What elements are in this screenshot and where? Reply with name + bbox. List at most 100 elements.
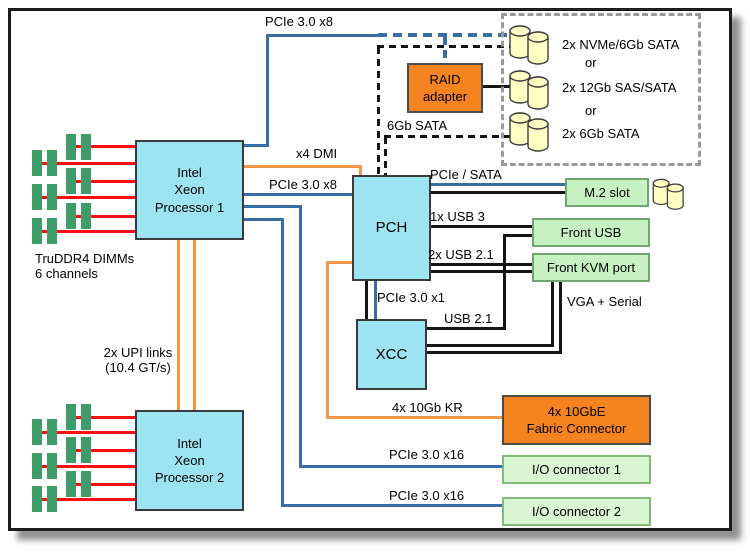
line-pcie-m2 <box>427 183 565 186</box>
cpu2-label: Xeon <box>174 452 205 468</box>
line-usb3 <box>427 225 532 228</box>
line-xcc-usb21-h2 <box>503 234 532 237</box>
front-usb-label: Front USB <box>560 224 622 240</box>
upi-line2: (10.4 GT/s) <box>105 360 171 375</box>
drive-option-or: or <box>585 103 597 118</box>
dimm-icon <box>32 184 57 210</box>
line-kr-h2 <box>326 416 502 419</box>
cpu1-label: Xeon <box>174 182 205 198</box>
io2-label: I/O connector 2 <box>532 503 621 519</box>
dimm-icon <box>32 453 57 479</box>
link-label-usb21: USB 2.1 <box>444 311 493 326</box>
line-pch-drive1-v <box>377 47 380 175</box>
pch-label: PCH <box>375 219 408 237</box>
disk-drives-icon <box>509 112 549 152</box>
cpu2-label: Intel <box>177 435 202 451</box>
drive-option-label: 2x 6Gb SATA <box>562 126 640 141</box>
dimm-line <box>34 230 135 233</box>
raid-adapter-box: RAID adapter <box>407 63 483 113</box>
link-label-6gb-sata: 6Gb SATA <box>387 118 448 133</box>
line-pcie-x16-1-v <box>299 205 302 468</box>
line-upi-1 <box>177 236 180 410</box>
line-usb21-a <box>427 263 532 266</box>
disk-drives-icon <box>509 25 549 65</box>
dimm-caption: TruDDR4 DIMMs 6 channels <box>35 251 134 281</box>
line-xcc-usb21-h <box>423 327 506 330</box>
line-dmi-h <box>240 165 362 168</box>
dimm-line <box>68 416 135 419</box>
raid-label: RAID <box>429 71 461 87</box>
line-sata6-v <box>384 137 387 175</box>
dimm-icon <box>66 168 91 194</box>
line-pcie-x16-2-h2 <box>281 504 502 507</box>
link-label-dmi: x4 DMI <box>296 146 338 161</box>
cpu1-label: Intel <box>177 165 202 181</box>
front-kvm-label: Front KVM port <box>546 259 636 275</box>
raid-label: adapter <box>422 89 468 104</box>
fabric-label: 4x 10GbE <box>547 403 606 419</box>
dimm-icon <box>66 437 91 463</box>
xcc-label: XCC <box>375 345 408 363</box>
line-kr-h1 <box>326 261 352 264</box>
drive-option-or: or <box>585 55 597 70</box>
dimm-icon <box>32 150 57 176</box>
link-label-usb3: 1x USB 3 <box>430 209 485 224</box>
line-dmi-v <box>359 165 362 175</box>
line-upi-2 <box>193 236 196 410</box>
cpu1-label: Processor 1 <box>154 199 225 215</box>
io1-label: I/O connector 1 <box>532 461 621 477</box>
line-pcie-x16-2-v <box>281 218 284 507</box>
line-pcie-x8-cpu1-pch <box>240 193 352 196</box>
line-pcie-x8-dashed-to-drives <box>378 33 512 37</box>
dimm-line <box>34 431 135 434</box>
front-kvm-box: Front KVM port <box>532 253 650 282</box>
line-pch-xcc-usb <box>365 277 368 319</box>
dimm-caption-line2: 6 channels <box>35 266 98 281</box>
drive-option-label: 2x 12Gb SAS/SATA <box>562 80 677 95</box>
dimm-icon <box>66 404 91 430</box>
dimm-line <box>34 498 135 501</box>
dimm-line <box>34 465 135 468</box>
xcc-box: XCC <box>356 319 427 390</box>
fabric-connector-box: 4x 10GbE Fabric Connector <box>502 395 651 445</box>
dimm-icon <box>66 203 91 229</box>
dimm-line <box>34 196 135 199</box>
line-xcc-usb21-v <box>503 234 506 330</box>
line-pcie-x16-1-h2 <box>299 465 502 468</box>
line-vga-h2 <box>423 351 562 354</box>
line-vga-h1 <box>423 344 554 347</box>
line-pcie-x8-cpu1-v <box>266 34 269 147</box>
dimm-icon <box>32 419 57 445</box>
drive-options-group <box>501 13 701 166</box>
link-label-usb21-pair: 2x USB 2.1 <box>428 247 494 262</box>
line-vga-v2 <box>559 278 562 354</box>
m2-drives-icon <box>652 178 684 210</box>
dimm-icon <box>32 218 57 244</box>
dimm-caption-line1: TruDDR4 DIMMs <box>35 251 135 266</box>
link-label-kr: 4x 10Gb KR <box>392 400 463 415</box>
link-label-pcie-x8: PCIe 3.0 x8 <box>265 14 333 29</box>
m2-label: M.2 slot <box>584 184 630 200</box>
line-usb21-b <box>427 270 532 273</box>
m2-slot-box: M.2 slot <box>565 178 649 207</box>
dimm-line <box>68 483 135 486</box>
cpu2-label: Processor 2 <box>154 470 225 486</box>
link-label-pcie-x16-1: PCIe 3.0 x16 <box>389 447 465 462</box>
upi-links-label: 2x UPI links (10.4 GT/s) <box>82 345 194 375</box>
link-label-vga-serial: VGA + Serial <box>567 294 642 309</box>
dimm-line <box>68 180 135 183</box>
fabric-label: Fabric Connector <box>526 421 627 436</box>
upi-line1: 2x UPI links <box>103 345 173 360</box>
line-vga-v1 <box>551 278 554 347</box>
disk-drives-icon <box>509 70 549 110</box>
line-pcie-x8-dashed-to-raid <box>443 37 447 63</box>
line-kr-v <box>326 261 329 419</box>
line-sata-m2 <box>427 191 565 194</box>
line-pcie-x8-cpu1-h <box>240 144 269 147</box>
link-label-pcie-sata: PCIe / SATA <box>430 167 502 182</box>
dimm-line <box>34 162 135 165</box>
dimm-line <box>68 215 135 218</box>
dimm-icon <box>32 486 57 512</box>
line-pcie-x1 <box>374 277 377 319</box>
